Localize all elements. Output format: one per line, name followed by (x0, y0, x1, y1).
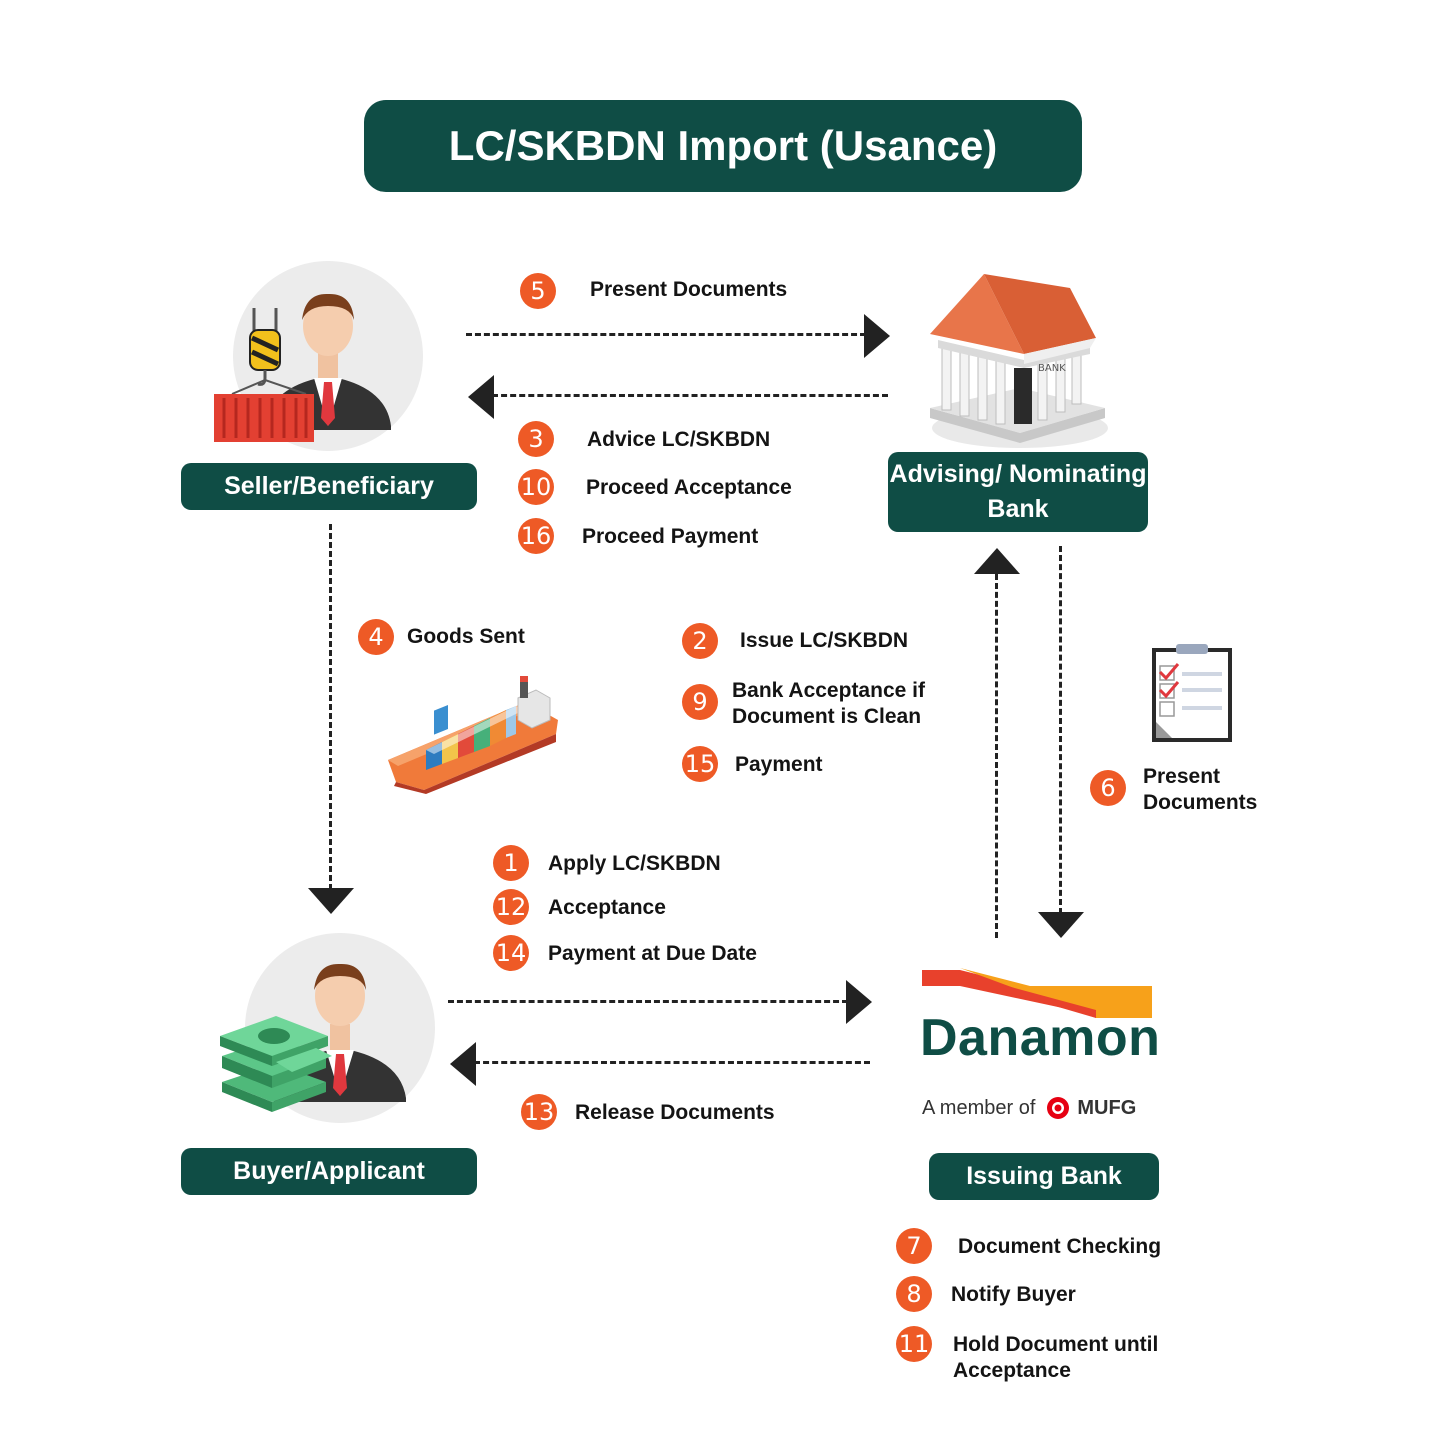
arrow-head-down-icon (308, 888, 354, 914)
step-label-8: Notify Buyer (951, 1283, 1076, 1306)
page-title: LC/SKBDN Import (Usance) (364, 100, 1082, 192)
step-badge-11: 11 (896, 1326, 932, 1362)
step-badge-1: 1 (493, 845, 529, 881)
arrow-line-goods-sent (329, 524, 332, 890)
step-label-16: Proceed Payment (582, 525, 759, 548)
cargo-ship-icon (388, 676, 558, 794)
checklist-icon (1152, 644, 1232, 742)
step-badge-2: 2 (682, 623, 718, 659)
arrow-line-release-docs (474, 1061, 870, 1064)
step-label-5: Present Documents (590, 278, 788, 301)
step-badge-13: 13 (521, 1094, 557, 1130)
step-badge-6: 6 (1090, 770, 1126, 806)
tagline-brand: MUFG (1077, 1096, 1137, 1119)
buyer-label: Buyer/Applicant (181, 1148, 477, 1195)
tagline-prefix: A member of (922, 1096, 1036, 1119)
step-label-1: Apply LC/SKBDN (548, 852, 721, 875)
issuing-bank-label: Issuing Bank (929, 1153, 1159, 1200)
arrow-line-advice (492, 394, 888, 397)
arrow-head-right-icon (864, 314, 890, 358)
step-label-4: Goods Sent (407, 625, 525, 648)
bank-building-icon: BANK (930, 274, 1108, 448)
arrow-head-left-icon (468, 375, 494, 419)
step-badge-10: 10 (518, 469, 554, 505)
step-badge-9: 9 (682, 684, 718, 720)
seller-person-icon (214, 261, 423, 451)
buyer-person-icon (220, 933, 435, 1123)
mufg-logo-icon (1047, 1097, 1070, 1119)
step-label-2: Issue LC/SKBDN (740, 629, 909, 652)
arrow-head-up-icon (974, 548, 1020, 574)
step-badge-8: 8 (896, 1276, 932, 1312)
advising-bank-label: Advising/ Nominating Bank (888, 452, 1148, 532)
step-badge-5: 5 (520, 273, 556, 309)
arrow-line-present-docs (466, 333, 866, 336)
step-label-9: Bank Acceptance if Document is Clean (732, 679, 925, 728)
step-badge-4: 4 (358, 619, 394, 655)
step-label-10: Proceed Acceptance (586, 476, 792, 499)
step-badge-15: 15 (682, 746, 718, 782)
step-label-14: Payment at Due Date (548, 942, 757, 965)
arrow-head-right-icon (846, 980, 872, 1024)
step-badge-16: 16 (518, 518, 554, 554)
step-badge-3: 3 (518, 421, 554, 457)
arrow-line-present-docs-6 (1059, 546, 1062, 914)
step-label-6: Present Documents (1143, 765, 1258, 814)
mufg-tagline: A member of MUFG (922, 1096, 1136, 1120)
arrow-line-apply-lc (448, 1000, 848, 1003)
step-badge-12: 12 (493, 889, 529, 925)
arrow-head-down-icon (1038, 912, 1084, 938)
bank-sign: BANK (1038, 363, 1066, 374)
arrow-head-left-icon (450, 1042, 476, 1086)
step-label-15: Payment (735, 753, 823, 776)
step-label-13: Release Documents (575, 1101, 775, 1124)
arrow-line-issue-lc (995, 574, 998, 938)
step-badge-7: 7 (896, 1228, 932, 1264)
step-label-11: Hold Document until Acceptance (953, 1333, 1159, 1382)
step-badge-14: 14 (493, 935, 529, 971)
danamon-logo-text: Danamon (920, 1009, 1161, 1067)
step-label-7: Document Checking (958, 1235, 1162, 1258)
step-label-12: Acceptance (548, 896, 666, 919)
danamon-logo-stripes (922, 968, 1152, 1018)
seller-label: Seller/Beneficiary (181, 463, 477, 510)
step-label-3: Advice LC/SKBDN (587, 428, 771, 451)
